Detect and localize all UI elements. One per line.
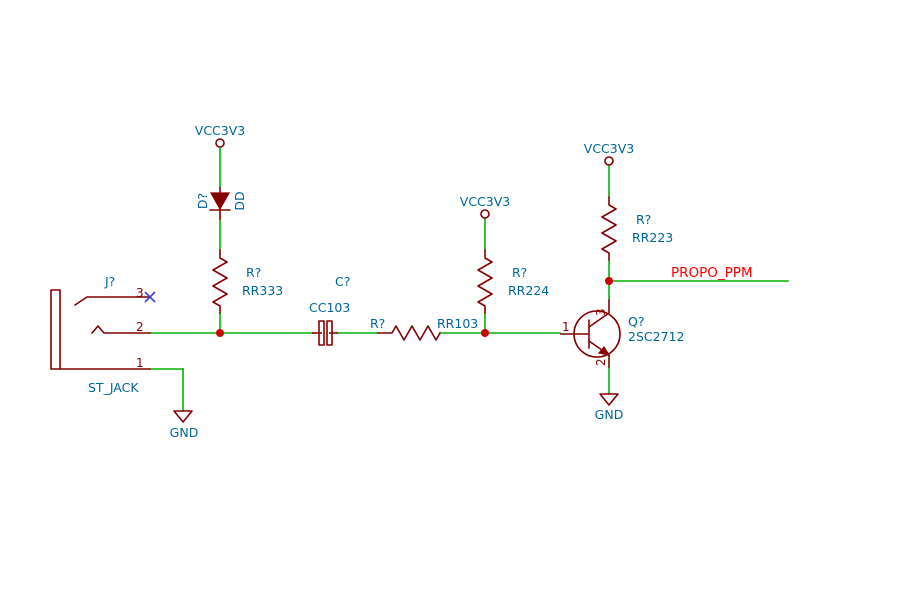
gnd-label: GND [170, 425, 199, 440]
emitter-arrow-icon [597, 345, 611, 356]
jack-pin-number: 3 [136, 286, 144, 300]
jack-component[interactable]: 3 2 1 J? ST_JACK [50, 274, 156, 395]
vcc-label: VCC3V3 [584, 141, 634, 156]
vcc-terminal [215, 138, 225, 148]
vcc-terminal [480, 209, 490, 219]
jack-value: ST_JACK [88, 380, 139, 395]
resistor-ref: R? [512, 265, 527, 280]
jack-pin-number: 1 [136, 356, 144, 370]
jack-ref: J? [104, 274, 115, 289]
transistor-pin-number: 3 [594, 308, 608, 316]
resistor-value: RR103 [437, 316, 478, 331]
transistor-pin-number: 1 [562, 320, 570, 334]
gnd-symbol-jack[interactable]: GND [170, 410, 199, 440]
resistor-r223[interactable]: R? RR223 [601, 196, 673, 261]
resistor-ref: R? [636, 212, 651, 227]
no-connect-icon [144, 291, 156, 303]
resistor-ref: R? [370, 316, 385, 331]
junction-dot [481, 329, 489, 337]
diode-value: DD [232, 191, 247, 210]
resistor-zigzag [601, 196, 617, 261]
resistor-r333[interactable]: R? RR333 [212, 249, 283, 314]
transistor-pin-number: 2 [594, 358, 608, 366]
transistor-collector [588, 299, 610, 328]
gnd-icon [599, 393, 619, 406]
diode-triangle-icon [209, 192, 231, 211]
cap-value: CC103 [309, 300, 350, 315]
jack-pin-number: 2 [136, 320, 144, 334]
cap-plate [318, 320, 325, 346]
vcc-symbol-diode[interactable]: VCC3V3 [195, 123, 245, 148]
diode-ref: D? [195, 193, 210, 209]
junctions [216, 277, 613, 337]
resistor-value: RR223 [632, 230, 673, 245]
resistor-r224[interactable]: R? RR224 [477, 249, 549, 314]
jack-body [50, 289, 61, 370]
jack-contact-3 [74, 296, 151, 306]
transistor-component[interactable]: 1 3 2 Q? 2SC2712 [560, 299, 684, 368]
vcc-symbol-r224[interactable]: VCC3V3 [460, 194, 510, 219]
resistor-value: RR333 [242, 283, 283, 298]
vcc-label: VCC3V3 [195, 123, 245, 138]
resistor-zigzag [377, 325, 441, 341]
diode-component[interactable]: D? DD [195, 187, 247, 220]
resistor-r103[interactable]: R? RR103 [370, 316, 478, 341]
transistor-value: 2SC2712 [628, 329, 684, 344]
resistor-zigzag [477, 249, 493, 314]
vcc-terminal [604, 156, 614, 166]
capacitor-component[interactable]: C? CC103 [309, 274, 350, 346]
gnd-symbol-transistor[interactable]: GND [595, 393, 624, 422]
resistor-value: RR224 [508, 283, 549, 298]
junction-dot [605, 277, 613, 285]
resistor-zigzag [212, 249, 228, 314]
vcc-symbol-r223[interactable]: VCC3V3 [584, 141, 634, 166]
gnd-icon [173, 410, 193, 423]
cap-plate [326, 320, 333, 346]
jack-contact-2 [91, 325, 151, 334]
resistor-ref: R? [246, 265, 261, 280]
wires [149, 147, 789, 412]
junction-dot [216, 329, 224, 337]
net-label-propo-ppm[interactable]: PROPO_PPM [671, 265, 753, 281]
vcc-label: VCC3V3 [460, 194, 510, 209]
cap-ref: C? [335, 274, 350, 289]
transistor-ref: Q? [628, 314, 644, 329]
gnd-label: GND [595, 407, 624, 422]
